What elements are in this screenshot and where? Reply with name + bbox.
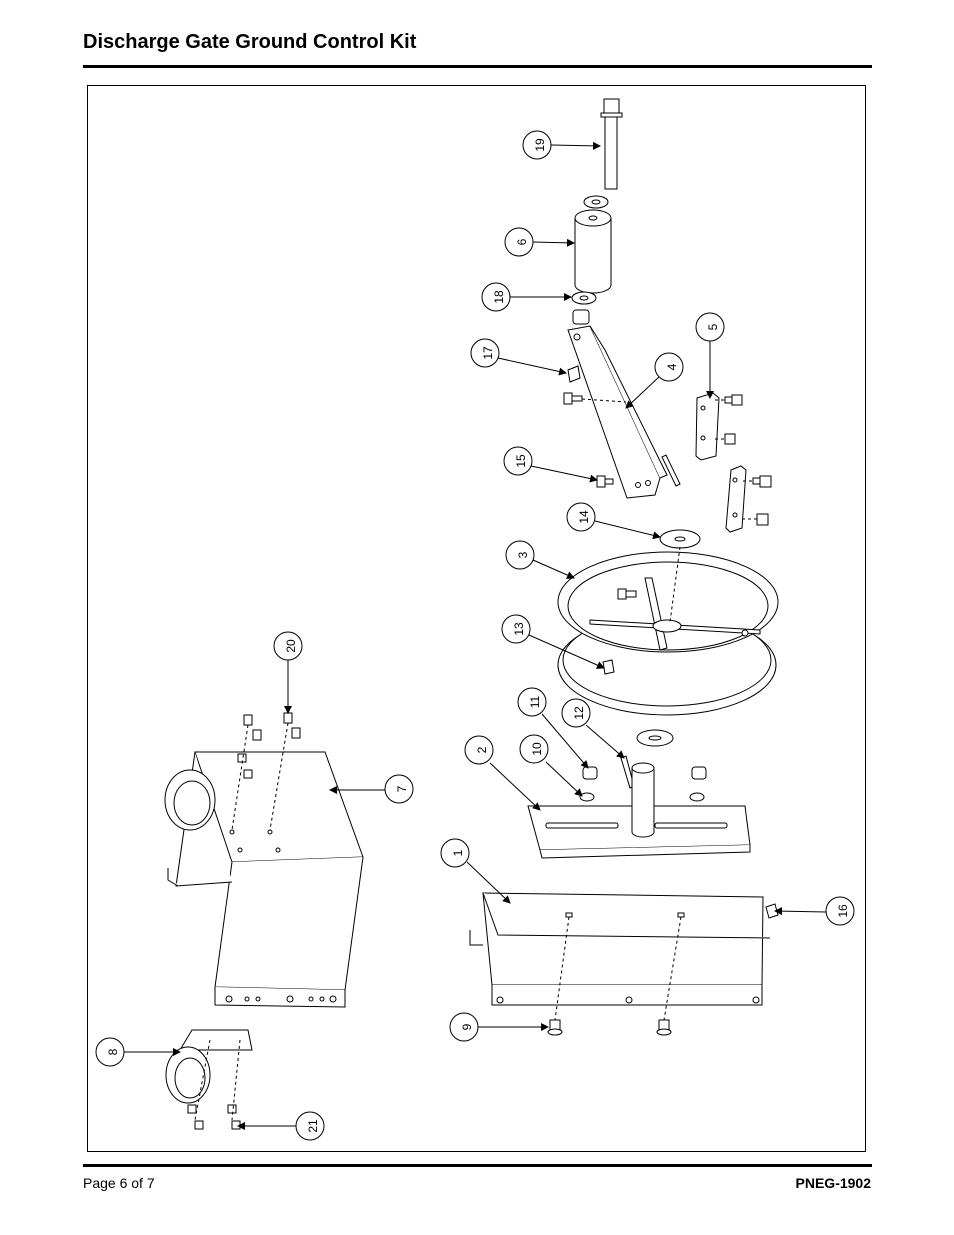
callout-12: 12 <box>572 706 586 720</box>
footer-rule <box>83 1164 872 1167</box>
callout-8: 8 <box>106 1048 120 1055</box>
callout-17: 17 <box>481 346 495 360</box>
bolt-small <box>563 392 583 405</box>
part-11-nut <box>582 766 598 780</box>
part-9-bolts <box>547 1019 672 1036</box>
callout-14: 14 <box>577 510 591 524</box>
part-1-channel <box>469 892 771 1021</box>
part-8-pulley-bracket <box>165 1029 253 1130</box>
callout-19: 19 <box>533 138 547 152</box>
callout-18: 18 <box>492 290 506 304</box>
callout-circles <box>95 130 855 1141</box>
bracket-lower <box>725 465 772 533</box>
callout-21: 21 <box>306 1119 320 1133</box>
callout-4: 4 <box>665 363 679 370</box>
page-title: Discharge Gate Ground Control Kit <box>83 31 417 53</box>
part-5-bracket <box>695 392 743 461</box>
callout-7: 7 <box>395 785 409 792</box>
part-10-washer <box>579 792 595 802</box>
part-4-arm <box>567 325 668 499</box>
part-6-sleeve <box>574 209 612 294</box>
callout-15: 15 <box>514 454 528 468</box>
callout-1: 1 <box>451 849 465 856</box>
callout-3: 3 <box>516 551 530 558</box>
diagram-frame <box>87 85 866 1152</box>
callout-11: 11 <box>528 695 542 708</box>
part-15-bolt <box>596 475 614 488</box>
callout-13: 13 <box>512 622 526 636</box>
document-id: PNEG-1902 <box>795 1175 871 1191</box>
callout-20: 20 <box>284 639 298 653</box>
callout-labels: 19 6 18 17 4 5 15 14 3 13 11 12 2 10 20 … <box>106 138 850 1133</box>
part-2-plate <box>527 762 751 859</box>
callout-leaders <box>123 141 827 1130</box>
callout-6: 6 <box>515 238 529 245</box>
callout-2: 2 <box>475 746 489 753</box>
callout-5: 5 <box>706 323 720 330</box>
callout-16: 16 <box>836 904 850 918</box>
part-3-wheel <box>557 546 779 716</box>
callout-10: 10 <box>530 742 544 756</box>
nut <box>572 309 590 325</box>
part-7-housing <box>164 712 364 1008</box>
callout-9: 9 <box>460 1023 474 1030</box>
page-number: Page 6 of 7 <box>83 1175 155 1191</box>
header-rule <box>83 65 872 68</box>
part-19-bolt <box>600 98 623 190</box>
pin <box>661 454 681 487</box>
part-13-bolt <box>602 659 615 675</box>
part-17-nut <box>567 365 581 383</box>
